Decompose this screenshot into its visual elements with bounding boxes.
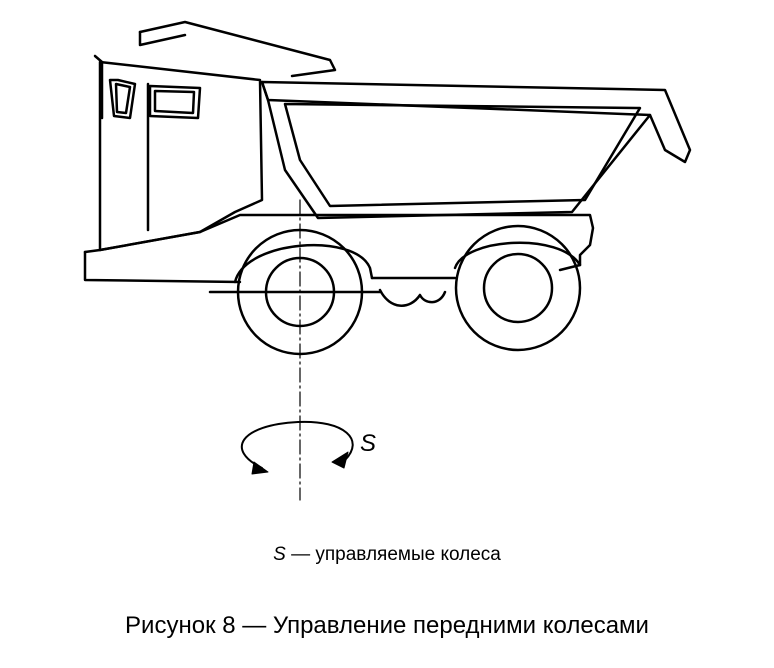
cab-door-window-inner <box>153 89 196 115</box>
rotation-arrowhead-right <box>331 451 349 469</box>
cab-canopy <box>138 20 337 78</box>
cab-window-left-inner <box>114 82 132 115</box>
canopy-front <box>138 30 187 47</box>
legend-symbol: S <box>273 544 286 565</box>
cab-visor <box>93 54 104 120</box>
chassis-lower <box>83 250 242 284</box>
rear-wheel-hub <box>482 252 554 324</box>
rear-wheel-tire <box>454 224 582 352</box>
rotation-arc <box>241 420 354 469</box>
dump-bed-lip <box>260 80 652 117</box>
cab-door-window <box>148 84 202 120</box>
rotation-arrowhead-left <box>251 461 269 475</box>
cab-body <box>98 60 264 252</box>
axle-housing <box>378 288 447 307</box>
cab-window-left <box>108 78 137 120</box>
rear-fender <box>453 241 582 270</box>
chassis-frame <box>83 213 595 272</box>
rotation-label: S <box>360 430 377 457</box>
dump-truck-diagram <box>83 20 692 501</box>
dump-bed-inner <box>283 102 642 208</box>
figure-legend: S — управляемые колеса <box>0 544 774 566</box>
figure-caption: Рисунок 8 — Управление передними колесам… <box>125 612 649 639</box>
legend-text: — управляемые колеса <box>285 544 501 565</box>
front-fender <box>233 243 374 284</box>
